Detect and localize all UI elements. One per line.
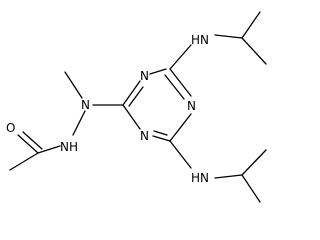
bond-group <box>9 11 267 203</box>
ring-bond-5 <box>152 135 171 142</box>
bond-carbonyl-oxygen <box>17 134 39 154</box>
ring-bond-2 <box>149 68 167 75</box>
ring-bond-1 <box>122 80 141 106</box>
bond-ctop-nh <box>169 44 192 70</box>
bond-n-methyl <box>64 71 83 99</box>
bond-isopropyl-top-b <box>241 37 267 65</box>
bond-carbonyl-nh <box>37 145 61 154</box>
ring-bond-3 <box>169 68 192 97</box>
molecule-structure-diagram: O NH N N N N HN HN <box>6 11 267 203</box>
bond-cbottom-nh <box>169 140 192 169</box>
ring-bond-1-inner <box>128 86 144 107</box>
atom-n-ring-bottom: N <box>140 129 149 143</box>
atom-oxygen: O <box>6 121 15 135</box>
atom-n-methyl: N <box>81 98 90 112</box>
atom-hn-top: HN <box>191 33 209 47</box>
bond-isopropyl-bottom-a <box>241 149 267 176</box>
atom-label-group: O NH N N N N HN HN <box>6 33 209 185</box>
bond-carbonyl-oxygen-second <box>22 131 43 150</box>
bond-isopropyl-top-a <box>241 11 261 39</box>
bond-nh-nmethyl <box>72 110 86 136</box>
bond-nh-isopropyl-top <box>214 34 243 39</box>
bond-methyl-carbonyl <box>9 152 39 171</box>
bond-nh-isopropyl-bottom <box>214 174 243 179</box>
atom-n-ring-right: N <box>187 99 196 113</box>
atom-n-ring-top: N <box>140 69 149 83</box>
atom-nh-amide: NH <box>60 140 78 154</box>
ring-bond-5-inner <box>153 130 168 136</box>
ring-bond-3-inner <box>164 74 185 100</box>
ring-bond-6 <box>122 104 141 130</box>
ring-bond-4 <box>169 113 192 142</box>
atom-hn-bottom: HN <box>191 171 209 185</box>
bond-isopropyl-bottom-b <box>241 174 261 203</box>
